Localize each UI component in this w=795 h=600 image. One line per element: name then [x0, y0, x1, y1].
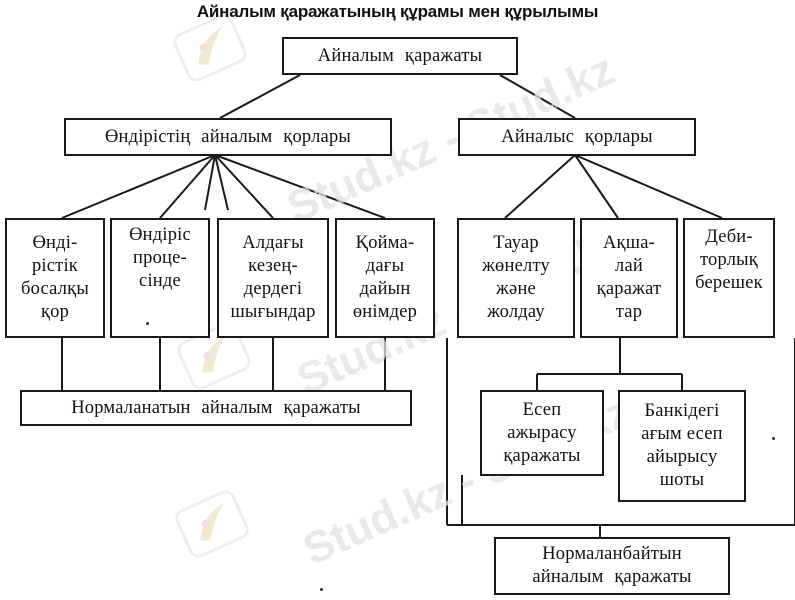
watermark-logo [170, 11, 250, 85]
node-production-reserves: Өнді- рістік босалқы қор [5, 218, 105, 338]
node-root: Айналым қаражаты [282, 37, 518, 75]
watermark-logo [172, 487, 252, 561]
node-deferred-expenses: Алдағы кезең- дердегі шығындар [217, 218, 329, 338]
scan-speck [320, 588, 323, 591]
node-settlement-funds: Есеп ажырасу қаражаты [480, 390, 604, 476]
node-circulation-funds: Айналыс қорлары [458, 118, 696, 156]
node-receivables: Деби- торлық берешек [683, 218, 775, 338]
node-bank-account: Банкідегі ағым есеп айырысу шоты [618, 390, 746, 502]
node-goods-shipped: Тауар жөнелту және жолдау [457, 218, 575, 338]
edge-production-fan-b [214, 154, 229, 211]
edge-production-finished [214, 154, 386, 219]
node-cash: Ақша- лай қаражат тар [580, 218, 678, 338]
edge-production-fan-a [204, 154, 216, 211]
edge-circulation-receivables [574, 154, 723, 219]
node-non-normalized: Нормаланбайтын айналым қаражаты [494, 537, 730, 595]
scan-speck [772, 437, 775, 440]
edge-production-wip [159, 154, 216, 219]
edge-production-reserves [61, 154, 216, 219]
watermark-logo [174, 319, 254, 393]
node-finished-goods: Қойма- дағы дайын өнімдер [335, 218, 435, 338]
node-production-funds: Өндірістің айналым қорлары [64, 118, 392, 156]
edge-production-deferred [214, 154, 274, 219]
node-work-in-process: Өндіріс проце- сінде [110, 218, 210, 338]
edge-circulation-goods [504, 154, 576, 219]
node-normalized: Нормаланатын айналым қаражаты [20, 390, 412, 426]
edge-circulation-cash [574, 154, 619, 219]
diagram-title: Айналым қаражатының құрамы мен құрылымы [196, 2, 599, 21]
edge-root-production [219, 74, 301, 119]
edge-root-circulation [499, 74, 576, 119]
scan-speck [146, 322, 149, 325]
